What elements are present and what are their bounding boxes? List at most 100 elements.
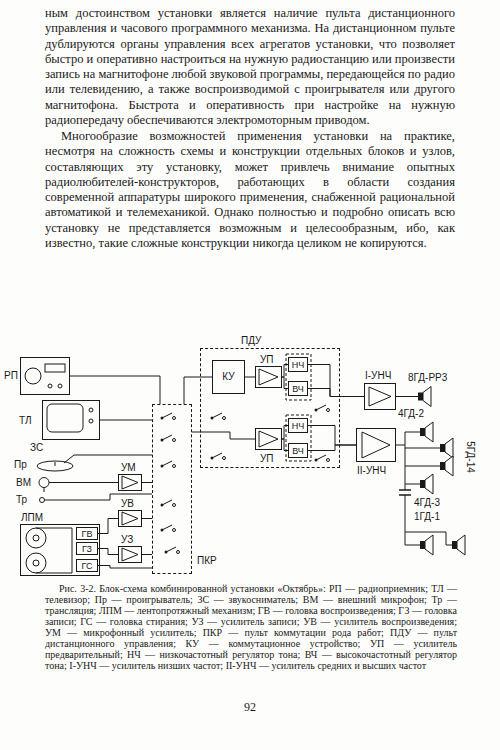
amplifier-triangle [122,512,138,525]
speaker-wire [396,396,418,397]
signal-wire [184,377,212,404]
loudspeaker [440,456,453,476]
page-number: 92 [244,700,256,714]
speaker-label: 4ГД-2 [398,408,424,420]
tone-arm [64,455,74,463]
amplifier-box: II-УНЧ [356,428,396,462]
tv-knob [89,408,93,412]
node-label: I-УНЧ [365,370,391,382]
radio-knob [58,384,62,388]
amplifier-triangle [122,476,138,489]
turntable-disc [37,461,73,471]
device-label: ЗС [30,442,43,454]
tone-control-group [286,415,311,461]
node-label: УМ [121,462,136,474]
loudspeaker [420,422,433,442]
signal-wire [245,377,255,378]
loudspeaker [440,438,453,458]
node-label: КУ [222,371,234,383]
amplifier-box: I-УНЧ [364,383,396,410]
node-label: ГС [82,560,93,571]
switch-unit-box: КУ [212,360,245,394]
signal-wire [308,426,356,446]
loudspeaker [420,535,433,555]
microphone-wire [49,482,118,483]
signal-wire [192,432,255,439]
tv-screen [47,404,83,432]
tv-knob [89,419,93,423]
microphone-stand [44,488,45,493]
loudspeaker [420,474,433,494]
speaker-wire [396,445,405,446]
body-paragraph: Многообразие возможностей применения уст… [45,129,455,251]
signal-wire [308,389,364,397]
tape-reel [26,553,46,573]
signal-wire [98,519,118,534]
radio-knob [48,384,52,388]
signal-wire [100,420,152,421]
head-box: ГВ [76,527,98,540]
speaker-bus [405,432,406,490]
pickup-wire [74,455,152,456]
node-label: НЧ [292,359,305,370]
figure-caption: Рис. 3-2. Блок-схема комбинированной уст… [45,583,457,671]
amplifier-triangle [259,431,278,447]
device-drawings [25,354,452,573]
signal-wire [142,554,152,555]
switches [161,405,330,554]
tape-reel [26,528,46,548]
amplifier-triangle [369,387,391,406]
switch-symbol [161,500,176,507]
speaker-wire [405,432,420,433]
radio-box: РП [20,357,70,395]
remote-panel: ПДУКУУПНЧВЧУПНЧВЧ [200,348,340,468]
tone-box: НЧ [288,357,308,372]
microphone [39,478,49,488]
node-label: РП [4,370,18,382]
head-box: ГС [76,559,98,572]
radio-dial [45,364,65,372]
signal-wire [308,445,356,451]
amplifier-triangle [122,548,138,561]
device-label: Тр [16,494,27,506]
node-label: НЧ [292,420,305,431]
preamp-box: УП [255,428,282,450]
switch-symbol [161,525,176,532]
head-box: ГЗ [76,542,98,555]
amplifier-box: УВ [118,510,142,527]
node-label: ЛПМ [21,512,43,524]
speaker-wire [405,466,440,467]
speaker-wire [405,484,420,485]
node-label: УВ [121,498,134,510]
node-label: ГВ [82,528,93,539]
switch-symbol [161,435,176,442]
amplifier-box: УЗ [118,546,142,563]
node-label: УЗ [121,534,133,546]
node-label: ПДУ [241,335,261,347]
line-input-wire [45,494,153,500]
speaker-wire [405,448,440,449]
amplifier-box: УМ [118,474,142,491]
node-label: II-УНЧ [357,465,386,477]
node-label: ПКР [197,555,217,567]
radio-speaker [25,368,41,384]
loudspeaker [452,535,465,555]
switch-symbol [315,455,330,462]
node-label: ГЗ [82,543,92,554]
signal-wire [98,566,152,569]
tone-box: ВЧ [288,443,308,458]
reel-hub [33,560,39,566]
speaker-label: 5ГД-14 [464,441,476,473]
switch-symbol [211,453,226,460]
tone-box: ВЧ [288,381,308,396]
speaker-label: 4ГД-3 [414,497,440,509]
node-label: УП [260,453,274,465]
loudspeaker [418,387,431,407]
signal-wire [98,549,118,555]
switch-symbol [161,413,176,420]
signal-wire [142,482,152,483]
loudspeakers [418,387,465,556]
speaker-label: 8ГД-РР3 [408,372,447,384]
amplifier-triangle [362,432,390,458]
